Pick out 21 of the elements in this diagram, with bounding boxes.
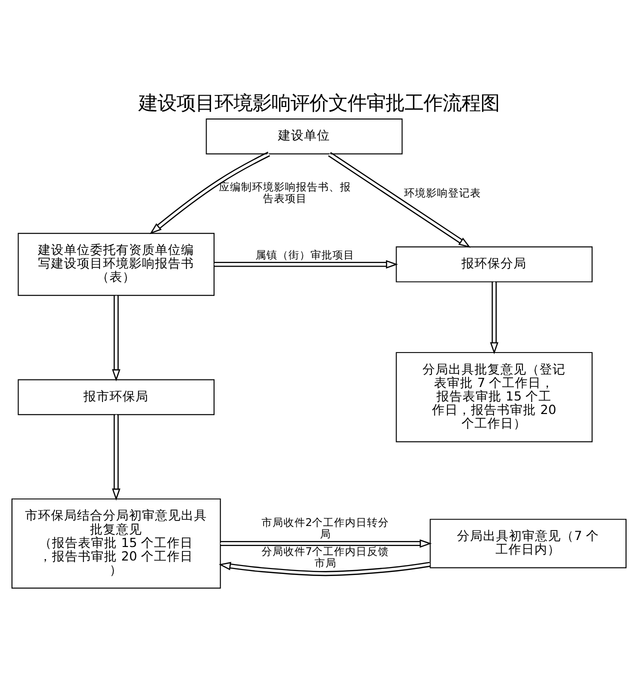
node-box: 报市环保局 [18,378,215,415]
node-box: 分局出具初审意见（7 个工作日内） [430,518,627,568]
edge-label: 市局收件2个工作内日转分局 [261,515,390,540]
node-box: 报环保分局 [396,246,593,282]
node-box: 市环保局结合分局初审意见出具批复意见 （报告表审批 15 个工作日，报告书审批 20 个工作日） [11,498,221,588]
node-box: 建设单位委托有资质单位编写建设项目环境影响报告书（表） [18,232,215,296]
diagram-title: 建设项目环境影响评价文件审批工作流程图 [138,90,500,114]
edge-label: 应编制环境影响报告书、报告表项目 [218,180,351,205]
node-box: 分局出具批复意见（登记表审批 7 个工作日，报告表审批 15 个工作日，报告书审批 20 个工作日） [396,352,593,442]
arrow [112,295,120,381]
arrow [328,152,471,248]
arrow [490,281,498,354]
arrow [214,260,398,268]
arrow [218,561,430,576]
arrow [150,151,270,234]
edge-label: 属镇（街）审批项目 [256,248,355,261]
arrow [112,414,120,500]
arrow [220,538,432,548]
edge-label: 分局收件7个工作内日反馈市局 [261,544,390,570]
edge-label: 环境影响登记表 [404,186,481,199]
node-box: 建设单位 [206,118,403,154]
